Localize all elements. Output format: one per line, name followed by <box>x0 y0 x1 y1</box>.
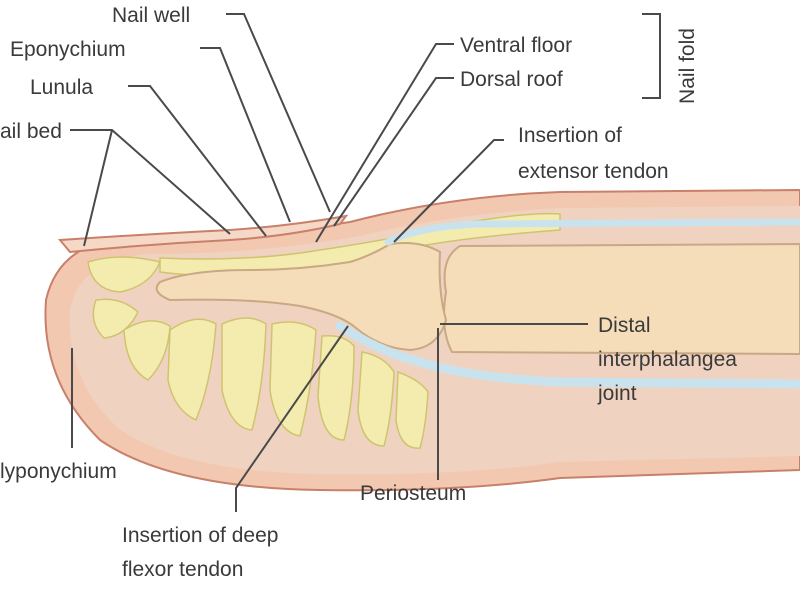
leader-line-eponychium <box>200 47 291 223</box>
label-distal-line-1: Distal <box>598 314 651 337</box>
flexor-tendon <box>335 321 800 389</box>
label-dorsal-roof: Dorsal roof <box>460 68 563 91</box>
label-lunula: Lunula <box>30 76 93 99</box>
label-distal-line-3: joint <box>597 382 637 405</box>
fat-lobule <box>317 334 355 441</box>
label-ventral-floor: Ventral floor <box>460 34 572 57</box>
fat-lobule <box>221 317 267 431</box>
nail-fold-bracket <box>642 13 661 99</box>
label-distal-line-2: interphalangea <box>598 348 737 371</box>
leader-line-nail-well <box>226 13 331 213</box>
extensor-tendon <box>384 218 800 246</box>
fat-lobule <box>87 256 162 293</box>
fat-lobules <box>87 256 429 449</box>
leader-line-dorsal-roof <box>333 77 454 227</box>
leader-line-lunula <box>128 85 267 237</box>
label-nail-bed: ail bed <box>0 120 62 143</box>
fat-lobule <box>357 351 395 447</box>
label-eponychium: Eponychium <box>10 38 126 61</box>
label-nail-well: Nail well <box>112 4 190 27</box>
fat-lobule <box>269 321 317 437</box>
leader-line-extensor <box>393 139 504 243</box>
fat-lobule <box>123 320 171 381</box>
label-insertion-extensor-line-2: extensor tendon <box>518 160 669 183</box>
fat-lobule <box>395 370 429 449</box>
label-hyponychium: lyponychium <box>0 460 117 483</box>
label-nail-fold: Nail fold <box>676 28 699 104</box>
fat-lobule <box>167 318 217 422</box>
leader-line-nail-bed-2 <box>83 129 113 247</box>
label-insertion-flexor-line-2: flexor tendon <box>122 558 243 581</box>
distal-phalanx <box>155 242 448 352</box>
nail-plate <box>57 214 349 254</box>
label-insertion-extensor-line-1: Insertion of <box>518 124 622 147</box>
leader-line-ventral-floor <box>315 43 454 243</box>
leader-line-nail-bed-1 <box>70 129 231 235</box>
label-periosteum: Periosteum <box>360 482 466 505</box>
label-insertion-flexor-line-1: Insertion of deep <box>122 524 278 547</box>
middle-phalanx <box>443 242 800 356</box>
leader-line-flexor <box>235 325 349 512</box>
